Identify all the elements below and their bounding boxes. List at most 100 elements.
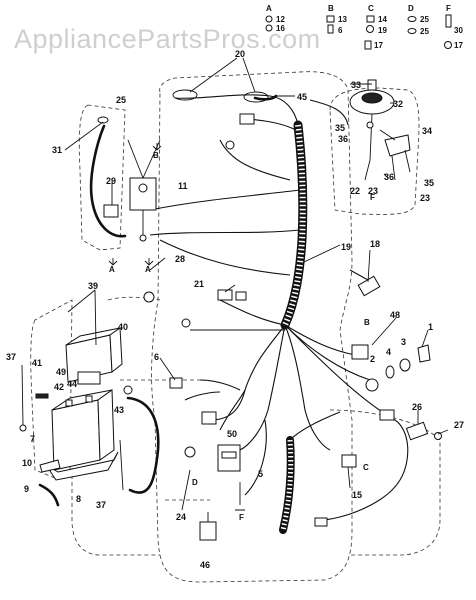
key-part-16: 16 (276, 24, 285, 33)
plug-icon (235, 492, 245, 511)
key-letter-a: A (266, 4, 272, 13)
ring-terminal-icon (181, 318, 191, 328)
callout-2: 2 (370, 354, 375, 364)
switch-icon (384, 134, 411, 157)
callout-36-top: 36 (338, 134, 348, 144)
nut-icon (364, 40, 372, 50)
callout-49: 49 (56, 367, 66, 377)
callout-39: 39 (88, 281, 98, 291)
connector-letter-a-right: A (145, 265, 151, 274)
callout-20: 20 (235, 49, 245, 59)
main-harness-conduit (279, 120, 308, 534)
connector-letter-a-left: A (109, 265, 115, 274)
washer-icon (265, 24, 273, 32)
callout-31: 31 (52, 145, 62, 155)
leader-lines (64, 57, 449, 522)
key-part-25b: 25 (420, 27, 429, 36)
callout-27: 27 (454, 420, 464, 430)
connector-letter-d: D (192, 478, 198, 487)
washer-icon (407, 28, 417, 34)
key-part-14: 14 (378, 15, 387, 24)
key-part-13: 13 (338, 15, 347, 24)
callout-7: 7 (30, 434, 35, 444)
watermark: AppliancePartsPros.com (14, 24, 321, 54)
callout-1: 1 (428, 322, 433, 332)
washer-icon (265, 15, 273, 23)
callout-35-top: 35 (335, 123, 345, 133)
callout-21: 21 (194, 279, 204, 289)
callout-50: 50 (227, 429, 237, 439)
key-letter-f: F (446, 4, 451, 13)
nut-icon (366, 15, 375, 23)
callout-37-bottom: 37 (96, 500, 106, 510)
wires (149, 94, 409, 521)
callout-45: 45 (297, 92, 307, 102)
callout-44: 44 (67, 379, 77, 389)
callout-15: 15 (352, 490, 362, 500)
callout-35: 35 (424, 178, 434, 188)
callout-24: 24 (176, 512, 186, 522)
connector-icon (243, 91, 269, 103)
callout-4: 4 (386, 347, 391, 357)
callout-25: 25 (116, 95, 126, 105)
sensor-icon (357, 275, 381, 297)
washer-icon (407, 16, 417, 22)
ring-terminal-icon (184, 446, 196, 458)
connector-letter-b-right: B (364, 318, 370, 327)
connector-letter-f-top: F (370, 193, 375, 202)
key-letter-d: D (408, 4, 414, 13)
connector-icon (103, 204, 119, 218)
rod-icon (119, 439, 124, 491)
callout-8: 8 (76, 494, 81, 504)
callout-37-left: 37 (6, 352, 16, 362)
callout-46: 46 (200, 560, 210, 570)
connector-letter-f-bottom: F (239, 513, 244, 522)
connector-icon (239, 113, 255, 125)
solenoid-icon (129, 177, 157, 211)
bolt-icon (327, 24, 334, 34)
ring-terminal-icon (143, 291, 155, 303)
callout-28: 28 (175, 254, 185, 264)
battery-clamp-icon (77, 371, 101, 385)
callout-26: 26 (412, 402, 422, 412)
light-icon (365, 378, 379, 392)
callout-19: 19 (341, 242, 351, 252)
callout-5: 5 (258, 469, 263, 479)
washer-icon (444, 41, 452, 49)
connector-letters: B A A B C D F F (108, 143, 375, 522)
battery-icon (51, 399, 101, 471)
key-part-19: 19 (378, 26, 387, 35)
connector-icon (341, 454, 357, 468)
bolt-icon (367, 79, 377, 91)
callout-23-mid: 23 (368, 186, 378, 196)
key-part-25a: 25 (420, 15, 429, 24)
screw-icon (445, 14, 452, 28)
callout-11: 11 (178, 181, 188, 191)
connector-icon (201, 411, 217, 425)
bulb-icon (399, 358, 411, 372)
callout-3: 3 (401, 337, 406, 347)
callout-48: 48 (390, 310, 400, 320)
rod-icon (21, 364, 24, 426)
ring-terminal-icon (225, 140, 235, 150)
cable-boot-icon (39, 459, 61, 473)
washer-icon (97, 116, 109, 124)
callout-32: 32 (393, 99, 403, 109)
hardware-key: A 12 16 B 13 6 C 14 19 D 25 25 F 30 17 1… (265, 4, 463, 50)
connector-letter-b-top: B (153, 151, 159, 160)
nut-icon (326, 15, 335, 23)
key-part-17: 17 (454, 41, 463, 50)
key-letter-c: C (368, 4, 374, 13)
module-icon (199, 521, 217, 541)
switch-icon (351, 344, 369, 360)
switch-icon (417, 344, 431, 363)
callout-36: 36 (384, 172, 394, 182)
connector-letter-c: C (363, 463, 369, 472)
key-part-12: 12 (276, 15, 285, 24)
key-part-6: 6 (338, 26, 343, 35)
callout-40: 40 (118, 322, 128, 332)
callout-41: 41 (32, 358, 42, 368)
bolt-icon (35, 393, 49, 399)
